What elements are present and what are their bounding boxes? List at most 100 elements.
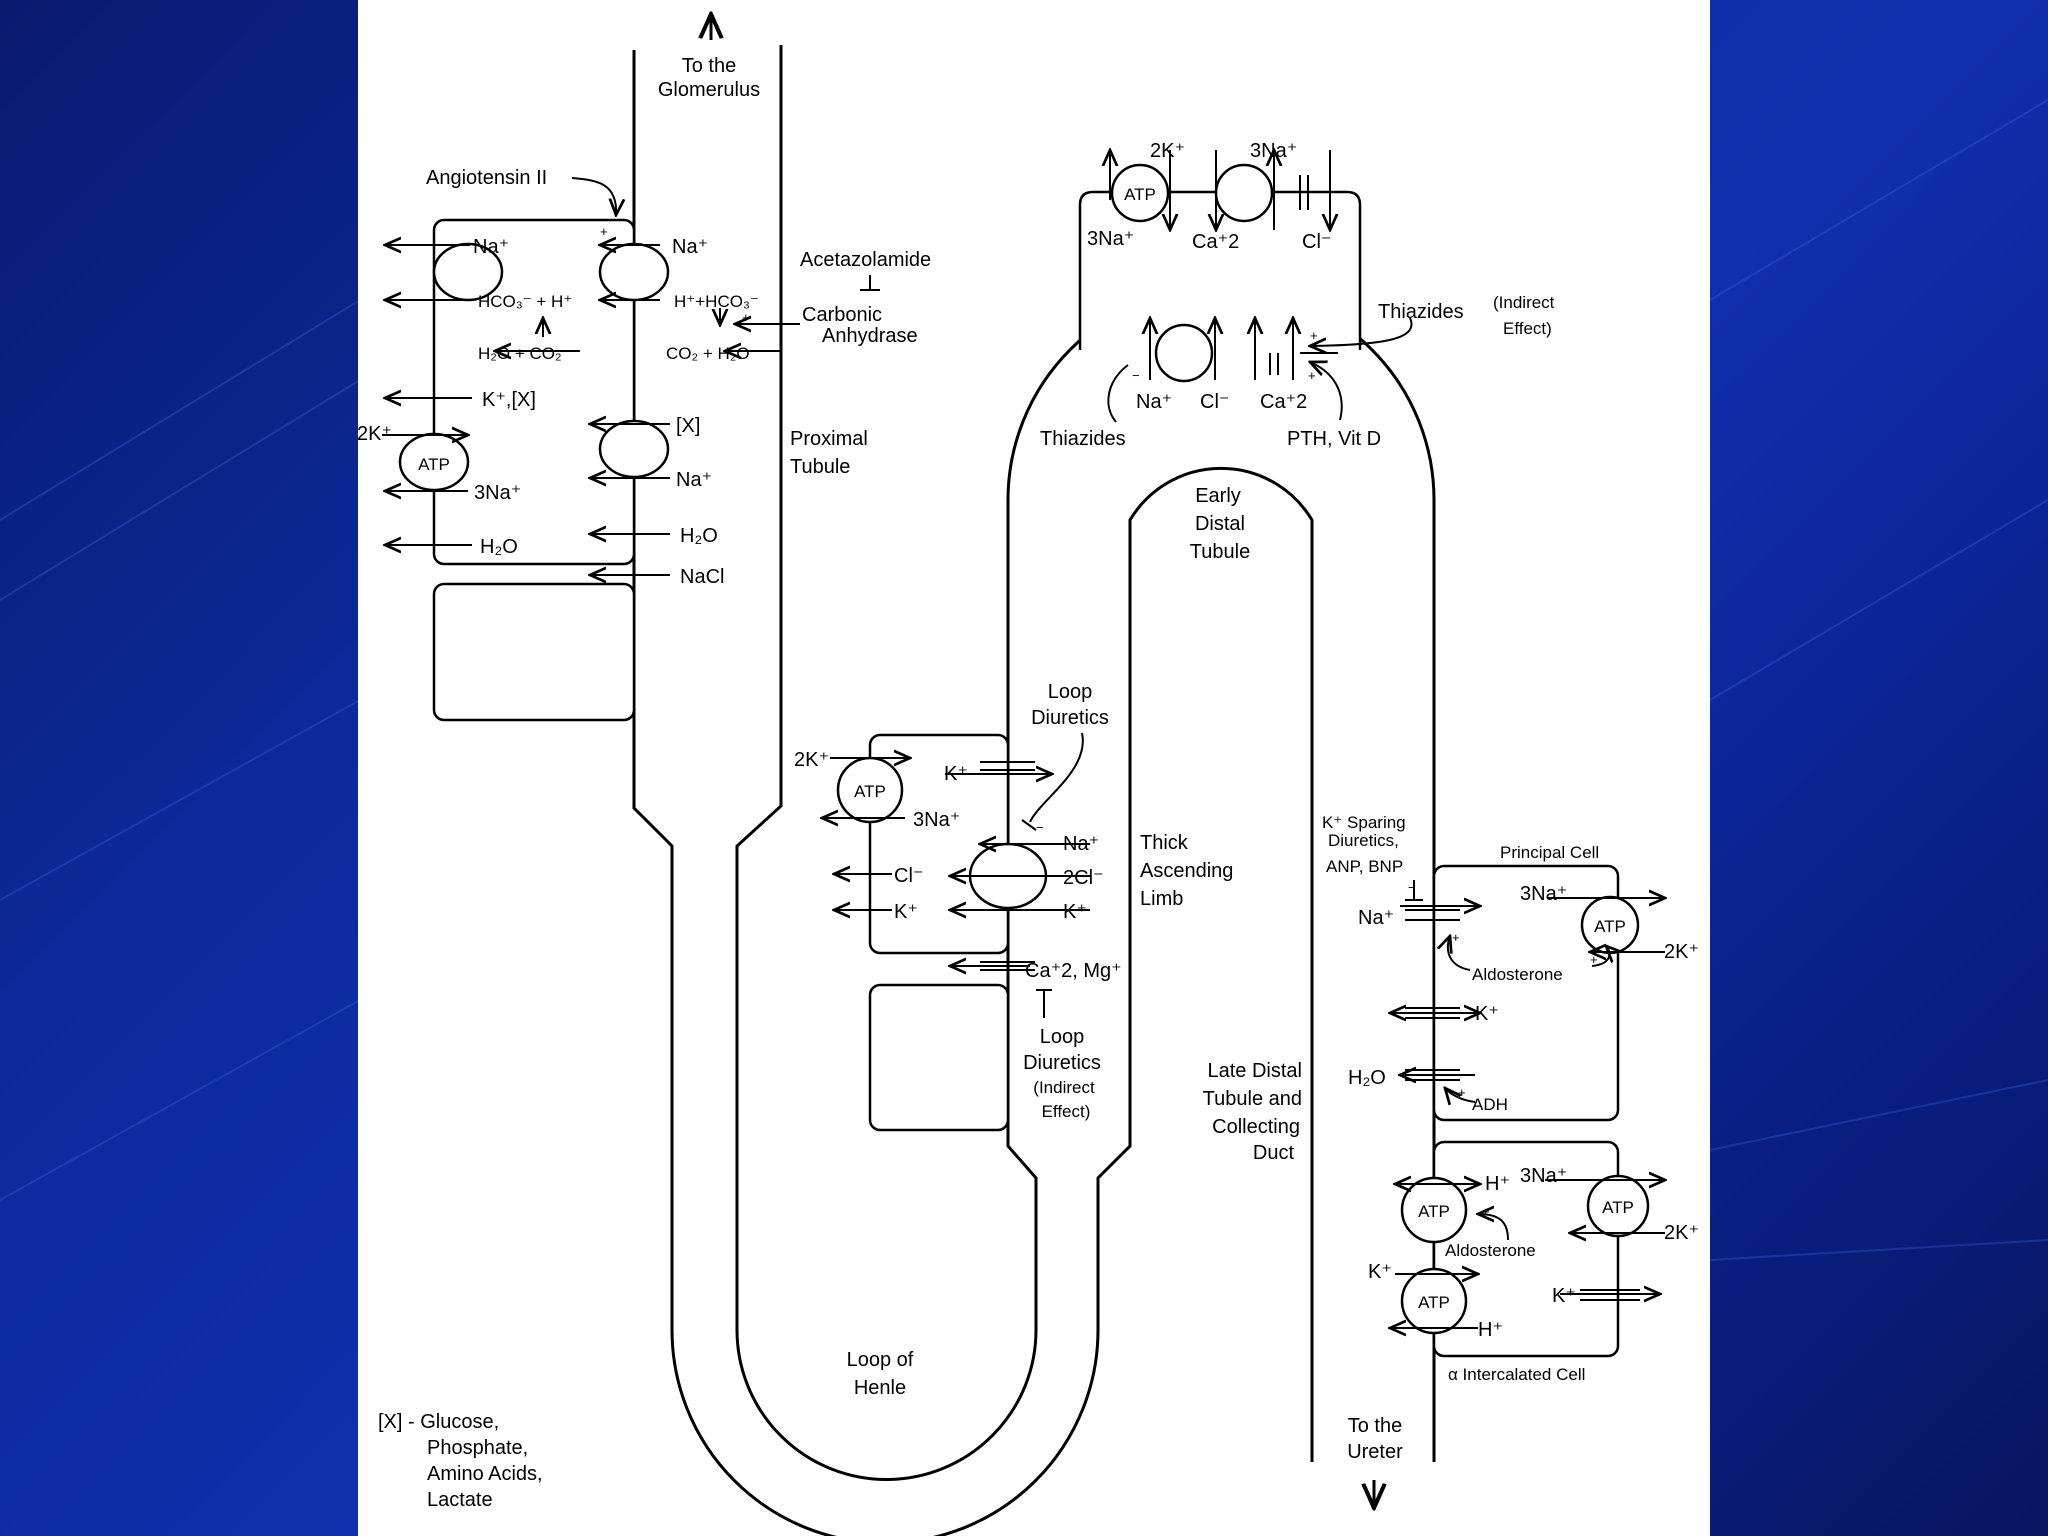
thick-ascending-label: Limb [1140, 888, 1183, 910]
acetazolamide-label: Acetazolamide [800, 249, 931, 271]
ion-label: Cl⁻ [1200, 391, 1229, 413]
ion-label: 2K⁺ [1150, 140, 1185, 162]
sign-label: + [1308, 368, 1316, 383]
thick-ascending-label: Ascending [1140, 860, 1233, 882]
atp-label: ATP [1418, 1202, 1450, 1221]
apical-na-x-symporter [598, 419, 670, 479]
sign-label: − [1044, 982, 1052, 997]
to-glomerulus-label: To the [682, 55, 736, 77]
carbonic-anhydrase-label: Anhydrase [822, 325, 918, 347]
early-distal-label: Distal [1195, 513, 1245, 535]
ion-label: NaCl [680, 566, 724, 588]
intercalated-cell: ATP ATP ATP H⁺ 3Na⁺ 2K⁺ Aldosterone K⁺ K… [1368, 1140, 1699, 1384]
loop-diuretics-label: Diuretics [1031, 707, 1109, 729]
ion-label: 2K⁺ [794, 749, 829, 771]
ion-label: K⁺,[X] [482, 389, 536, 411]
legend-line: Phosphate, [427, 1437, 528, 1459]
ion-label: H₂O + CO₂ [478, 344, 562, 363]
ion-label: H⁺+HCO₃⁻ [674, 292, 759, 311]
legend: [X] - Glucose, Phosphate, Amino Acids, L… [378, 1411, 543, 1511]
pth-vitd-label: PTH, Vit D [1287, 428, 1381, 450]
ion-label: K⁺ [1368, 1261, 1392, 1283]
ion-label: Ca⁺2 [1192, 231, 1239, 253]
ion-label: 3Na⁺ [474, 482, 521, 504]
to-ureter-label: To the [1348, 1415, 1402, 1437]
intercalated-na-k-atpase [1586, 1174, 1650, 1238]
ion-label: 3Na⁺ [1520, 883, 1567, 905]
ion-label: HCO₃⁻ + H⁺ [478, 292, 572, 311]
proximal-cell: ATP Na⁺ Na⁺ HCO₃⁻ + H⁺ H⁺+HCO [357, 177, 880, 722]
sign-label: + [742, 310, 750, 325]
early-distal-label: Early [1195, 485, 1241, 507]
legend-line: [X] - Glucose, [378, 1411, 499, 1433]
ion-label: CO₂ + H₂O [666, 344, 750, 363]
ion-label: K⁺ [894, 901, 918, 923]
principal-cell-label: Principal Cell [1500, 843, 1599, 862]
ion-label: K⁺ [1475, 1003, 1499, 1025]
atp-label: ATP [1418, 1293, 1450, 1312]
atp-label: ATP [1602, 1198, 1634, 1217]
indirect-effect-label: Effect) [1503, 319, 1552, 338]
ion-label: Na⁺ [672, 236, 708, 258]
ion-label: 2K⁺ [1664, 1222, 1699, 1244]
aldosterone-label: Aldosterone [1472, 965, 1563, 984]
proximal-tubule-label: Proximal [790, 428, 868, 450]
early-distal-cell: ATP 2K⁺ 3Na⁺ 3Na⁺ Ca⁺2 Cl⁻ Na⁺ Cl⁻ Ca⁺2 … [1040, 140, 1555, 450]
region-labels: To the Glomerulus Angiotensin II Acetazo… [426, 55, 1403, 1463]
ion-label: 2K⁺ [357, 423, 392, 445]
ion-label: Cl⁻ [894, 865, 923, 887]
to-ureter-label: Ureter [1347, 1441, 1403, 1463]
to-glomerulus-label: Glomerulus [658, 79, 760, 101]
ion-label: H⁺ [1485, 1173, 1510, 1195]
ion-label: Na⁺ [1063, 833, 1099, 855]
ion-label: 2Cl⁻ [1063, 867, 1104, 889]
late-distal-label: Collecting [1212, 1116, 1300, 1138]
sign-label: + [600, 224, 608, 239]
ion-label: Na⁺ [473, 236, 509, 258]
indirect-effect-label: Effect) [1042, 1102, 1091, 1121]
early-distal-label: Tubule [1190, 541, 1250, 563]
thiazides-indirect-label: Thiazides [1378, 301, 1464, 323]
ion-label: H₂O [680, 525, 718, 547]
ion-label: Na⁺ [1358, 907, 1394, 929]
sign-label: + [1452, 930, 1460, 945]
loop-of-henle-label: Henle [854, 1377, 906, 1399]
late-distal-label: Duct [1253, 1142, 1295, 1164]
angiotensin-label: Angiotensin II [426, 167, 547, 189]
k-sparing-label: Diuretics, [1328, 831, 1399, 850]
late-distal-label: Late Distal [1208, 1060, 1303, 1082]
ion-label: 3Na⁺ [1520, 1165, 1567, 1187]
legend-line: Amino Acids, [427, 1463, 543, 1485]
distal-na-cl-symporter [1154, 323, 1214, 383]
aldosterone-label: Aldosterone [1445, 1241, 1536, 1260]
h-k-atpase [1400, 1267, 1468, 1335]
sign-label: + [1310, 328, 1318, 343]
thiazides-label: Thiazides [1040, 428, 1126, 450]
atp-label: ATP [854, 782, 886, 801]
distal-na-k-atpase [1110, 163, 1170, 223]
ion-label: 3Na⁺ [1087, 228, 1134, 250]
sign-label: + [1482, 1204, 1490, 1219]
sign-label: − [1408, 880, 1416, 895]
sign-label: − [1132, 368, 1140, 383]
ion-label: K⁺ [944, 763, 968, 785]
ion-label: 3Na⁺ [913, 809, 960, 831]
sign-label: − [1036, 820, 1044, 835]
ion-label: H₂O [480, 536, 518, 558]
ion-label: Ca⁺2 [1260, 391, 1307, 413]
proximal-tubule-label: Tubule [790, 456, 850, 478]
carbonic-anhydrase-label: Carbonic [802, 304, 882, 326]
sign-label: + [1590, 952, 1598, 967]
distal-na-ca-exchanger [1214, 163, 1274, 223]
ion-label: K⁺ [1552, 1285, 1576, 1307]
ion-label: [X] [676, 415, 700, 437]
k-sparing-label: ANP, BNP [1326, 857, 1403, 876]
ion-label: H⁺ [1478, 1319, 1503, 1341]
ion-label: Na⁺ [1136, 391, 1172, 413]
atp-label: ATP [1124, 185, 1156, 204]
loop-of-henle-label: Loop of [847, 1349, 914, 1371]
atp-label: ATP [1594, 917, 1626, 936]
loop-diuretics-label: Loop [1048, 681, 1093, 703]
loop-diuretics-label: Diuretics [1023, 1052, 1101, 1074]
